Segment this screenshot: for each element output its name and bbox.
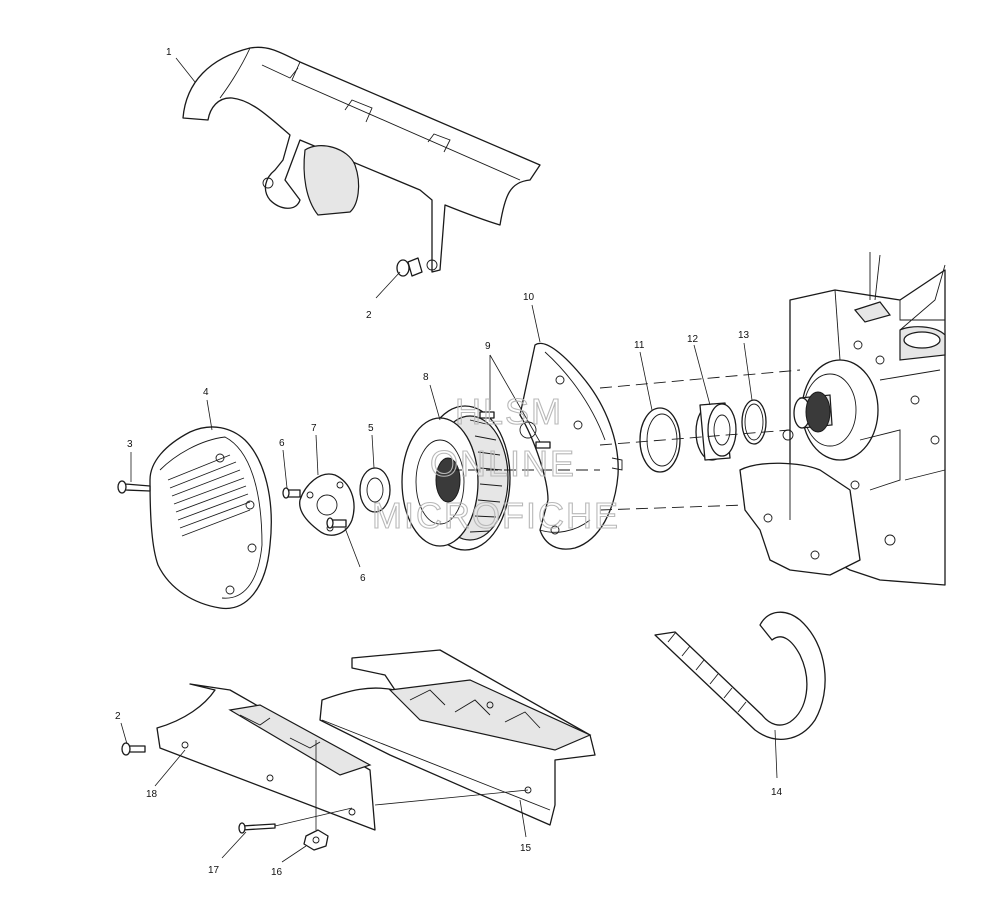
part-10-inner-guard[interactable] <box>519 342 623 550</box>
watermark-line-3: MICROFICHE <box>372 495 620 536</box>
part-15-lower-guard[interactable] <box>319 649 596 826</box>
callout-18: 18 <box>146 789 158 800</box>
part-8-sprocket[interactable] <box>401 405 511 551</box>
callout-12: 12 <box>687 334 699 345</box>
callout-16: 16 <box>271 867 283 878</box>
watermark-line-1: HLSM <box>455 391 563 432</box>
part-4-outer-cover[interactable] <box>149 426 272 610</box>
callout-labels: 1 2 2 3 4 5 6 6 7 8 9 10 11 12 13 14 15 … <box>115 47 783 878</box>
callout-6-upper: 6 <box>279 438 285 449</box>
assembly-center-lines <box>450 369 801 511</box>
part-3-screw[interactable] <box>117 480 151 494</box>
callout-2-upper: 2 <box>366 310 372 321</box>
sprocket-teeth <box>469 419 503 533</box>
callout-11: 11 <box>634 340 645 351</box>
callout-1: 1 <box>166 47 172 58</box>
part-9-screws[interactable] <box>479 411 551 449</box>
callout-7: 7 <box>311 423 317 434</box>
callout-13: 13 <box>738 330 750 341</box>
part-13-snap-ring[interactable] <box>741 399 767 445</box>
part-1-upper-guard[interactable] <box>182 46 541 273</box>
part-6-screw-lower[interactable] <box>326 517 347 529</box>
watermark-line-2: ONLINE <box>430 443 576 484</box>
part-16-nut[interactable] <box>303 829 329 851</box>
callout-14: 14 <box>771 787 783 798</box>
callout-4: 4 <box>203 387 209 398</box>
part-6-screw-upper[interactable] <box>282 487 301 499</box>
part-18-lower-guard[interactable] <box>156 683 376 831</box>
callout-6-lower: 6 <box>360 573 366 584</box>
callout-9: 9 <box>485 341 491 352</box>
belt-teeth <box>667 631 747 713</box>
part-2-screw-upper[interactable] <box>396 257 423 277</box>
part-2-screw-lower[interactable] <box>121 742 146 756</box>
engine-housing <box>739 252 946 586</box>
leader-lines <box>120 57 778 863</box>
callout-10: 10 <box>523 292 535 303</box>
callout-15: 15 <box>520 843 532 854</box>
callout-5: 5 <box>368 423 374 434</box>
cover-ribs <box>167 454 251 537</box>
callout-3: 3 <box>127 439 133 450</box>
part-5-nut[interactable] <box>359 467 391 513</box>
callout-2-lower: 2 <box>115 711 121 722</box>
part-14-drive-belt[interactable] <box>654 611 826 740</box>
watermark: HLSM ONLINE MICROFICHE <box>371 390 620 536</box>
part-17-rivet[interactable] <box>238 822 276 834</box>
callout-8: 8 <box>423 372 429 383</box>
part-12-bearing[interactable] <box>695 402 737 461</box>
callout-17: 17 <box>208 865 220 876</box>
